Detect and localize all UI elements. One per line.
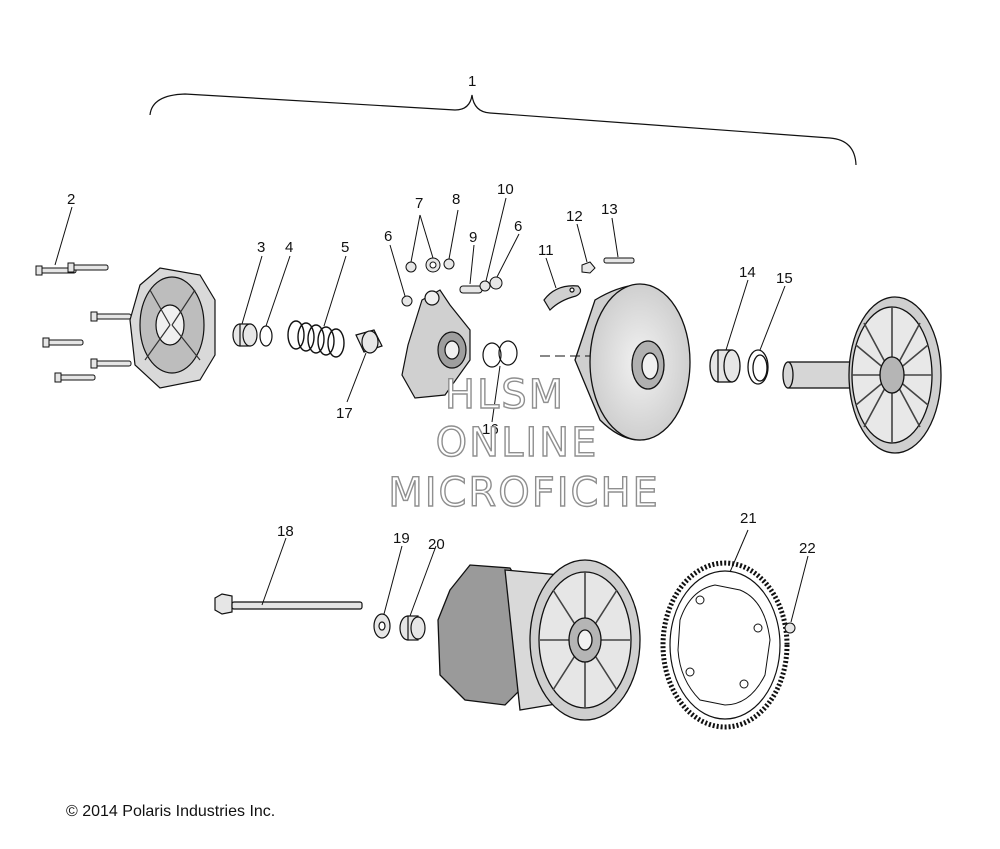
callout-8: 8 bbox=[452, 191, 460, 208]
callout-15: 15 bbox=[776, 270, 793, 287]
copyright-notice: © 2014 Polaris Industries Inc. bbox=[66, 803, 276, 820]
small-washers-pins bbox=[401, 257, 503, 307]
cam-weight bbox=[543, 285, 582, 311]
screw bbox=[784, 622, 796, 634]
callout-9: 9 bbox=[469, 229, 477, 246]
callout-4: 4 bbox=[285, 239, 293, 256]
watermark-line-3: MICROFICHE bbox=[388, 470, 660, 516]
washer-and-bushing bbox=[373, 613, 426, 641]
callout-19: 19 bbox=[393, 530, 410, 547]
callout-1: 1 bbox=[468, 73, 476, 90]
ring-gear bbox=[660, 560, 790, 730]
callout-13: 13 bbox=[601, 201, 618, 218]
callout-17: 17 bbox=[336, 405, 353, 422]
clutch-assembly bbox=[437, 559, 641, 721]
long-bolt bbox=[214, 593, 363, 615]
bushing-and-oring bbox=[232, 323, 273, 347]
spider-cover bbox=[129, 267, 216, 389]
callout-12: 12 bbox=[566, 208, 583, 225]
callout-3: 3 bbox=[257, 239, 265, 256]
callout-22: 22 bbox=[799, 540, 816, 557]
fixed-sheave bbox=[782, 296, 942, 454]
callout-5: 5 bbox=[341, 239, 349, 256]
o-rings bbox=[482, 340, 518, 368]
spider-arm bbox=[401, 289, 471, 399]
assembly-bracket bbox=[149, 93, 857, 166]
callout-2: 2 bbox=[67, 191, 75, 208]
callout-16: 16 bbox=[482, 421, 499, 438]
leader-lines bbox=[54, 197, 809, 623]
callout-11: 11 bbox=[538, 242, 554, 259]
callout-6a: 6 bbox=[384, 228, 392, 245]
callout-6b: 6 bbox=[514, 218, 522, 235]
callout-10: 10 bbox=[497, 181, 514, 198]
moveable-sheave bbox=[574, 283, 691, 441]
watermark-line-1: HLSM bbox=[445, 372, 565, 418]
sheave-bushings bbox=[709, 349, 769, 385]
callout-21: 21 bbox=[740, 510, 757, 527]
watermark: HLSM ONLINE MICROFICHE bbox=[387, 371, 660, 516]
callout-labels: 1 2 3 4 5 6 7 8 9 10 6 11 12 13 14 15 16… bbox=[67, 73, 816, 557]
bolts bbox=[35, 262, 132, 383]
roller-button bbox=[355, 329, 383, 354]
spring bbox=[287, 320, 345, 358]
callout-14: 14 bbox=[739, 264, 756, 281]
callout-20: 20 bbox=[428, 536, 445, 553]
nut-and-pin bbox=[581, 257, 635, 274]
callout-7: 7 bbox=[415, 195, 423, 212]
watermark-line-2: ONLINE bbox=[436, 420, 599, 466]
callout-18: 18 bbox=[277, 523, 294, 540]
